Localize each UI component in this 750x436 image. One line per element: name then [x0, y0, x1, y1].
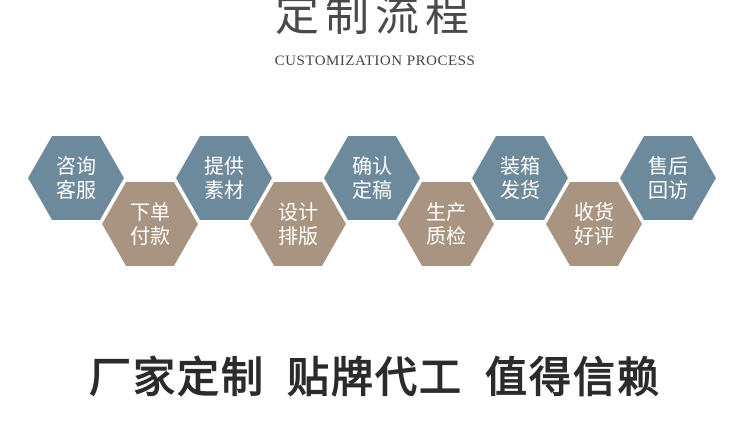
- step-label: 收货: [574, 200, 614, 224]
- step-label: 咨询: [56, 154, 96, 178]
- step-label: 素材: [204, 178, 244, 202]
- step-label: 排版: [278, 224, 318, 248]
- step-label: 装箱: [500, 154, 540, 178]
- step-label: 售后: [648, 154, 688, 178]
- step-production: 生产 质检: [398, 182, 494, 266]
- step-order: 下单 付款: [102, 182, 198, 266]
- step-label: 发货: [500, 178, 540, 202]
- slogan-part: 厂家定制: [88, 353, 265, 402]
- step-label: 回访: [648, 178, 688, 202]
- slogan-part: 贴牌代工: [286, 353, 463, 402]
- step-materials: 提供 素材: [176, 136, 272, 220]
- step-design: 设计 排版: [250, 182, 346, 266]
- step-label: 下单: [130, 200, 170, 224]
- step-label: 定稿: [352, 178, 392, 202]
- step-label: 确认: [352, 154, 392, 178]
- step-label: 客服: [56, 178, 96, 202]
- step-label: 质检: [426, 224, 466, 248]
- step-label: 生产: [426, 200, 466, 224]
- step-label: 好评: [574, 224, 614, 248]
- step-shipping: 装箱 发货: [472, 136, 568, 220]
- step-label: 设计: [278, 200, 318, 224]
- page-title: 定制流程: [275, 0, 475, 41]
- page-subtitle: CUSTOMIZATION PROCESS: [274, 53, 476, 69]
- step-receive: 收货 好评: [546, 182, 642, 266]
- slogan-part: 值得信赖: [485, 353, 662, 402]
- step-aftersales: 售后 回访: [620, 136, 716, 220]
- step-confirm: 确认 定稿: [324, 136, 420, 220]
- step-label: 提供: [204, 154, 244, 178]
- slogan: 厂家定制贴牌代工值得信赖: [0, 344, 750, 405]
- step-consult: 咨询 客服: [28, 136, 124, 220]
- step-label: 付款: [130, 224, 170, 248]
